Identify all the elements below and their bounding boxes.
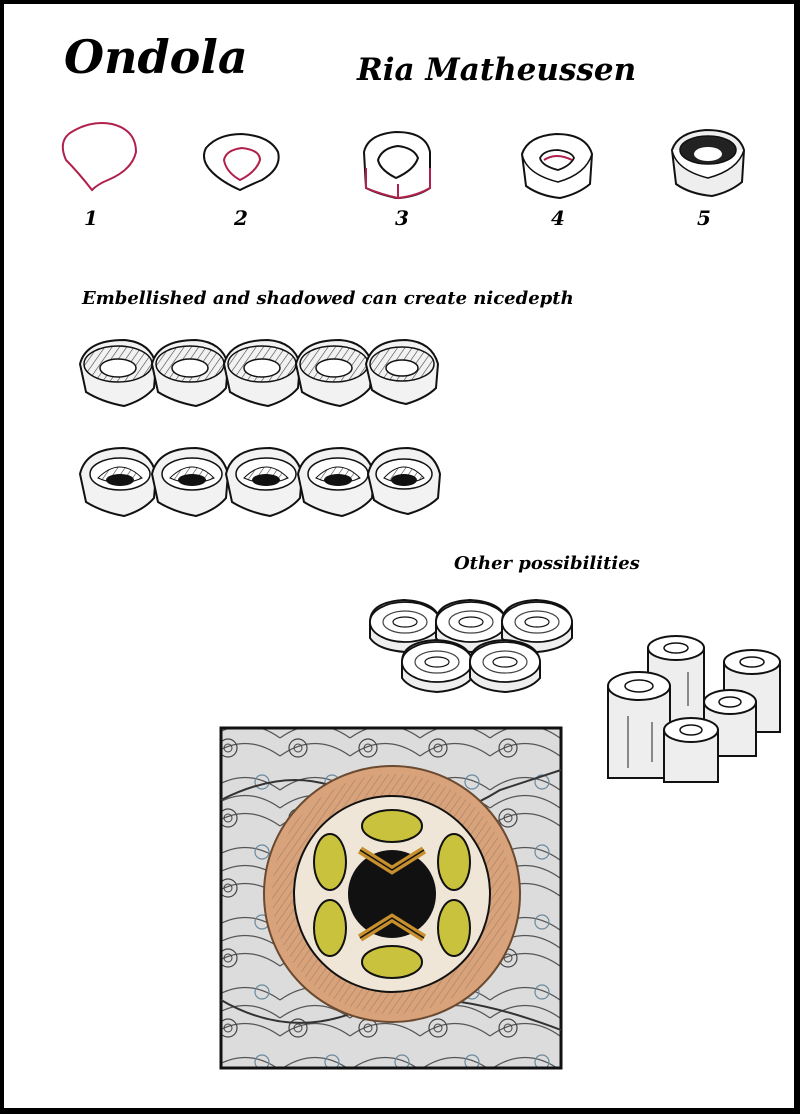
step-2-drawing xyxy=(203,132,280,192)
caption-other-possibilities: Other possibilities xyxy=(454,553,640,574)
embellished-row-2 xyxy=(78,446,442,518)
step-5-drawing xyxy=(670,128,746,198)
embellished-row-1 xyxy=(78,338,440,408)
finished-tile-artwork xyxy=(219,726,563,1070)
author-name: Ria Matheussen xyxy=(357,52,637,88)
step-4-drawing xyxy=(520,132,594,200)
step-number-3: 3 xyxy=(395,206,409,230)
step-number-2: 2 xyxy=(234,206,248,230)
step-3-drawing xyxy=(362,130,431,200)
column-cluster-drawing xyxy=(607,635,781,783)
ring-cluster-drawing xyxy=(369,598,573,694)
page-title: Ondola xyxy=(64,30,248,84)
step-1-drawing xyxy=(61,122,138,192)
step-number-5: 5 xyxy=(697,206,711,230)
step-number-1: 1 xyxy=(84,206,98,230)
step-number-4: 4 xyxy=(551,206,565,230)
caption-embellished: Embellished and shadowed can create nice… xyxy=(82,288,574,309)
